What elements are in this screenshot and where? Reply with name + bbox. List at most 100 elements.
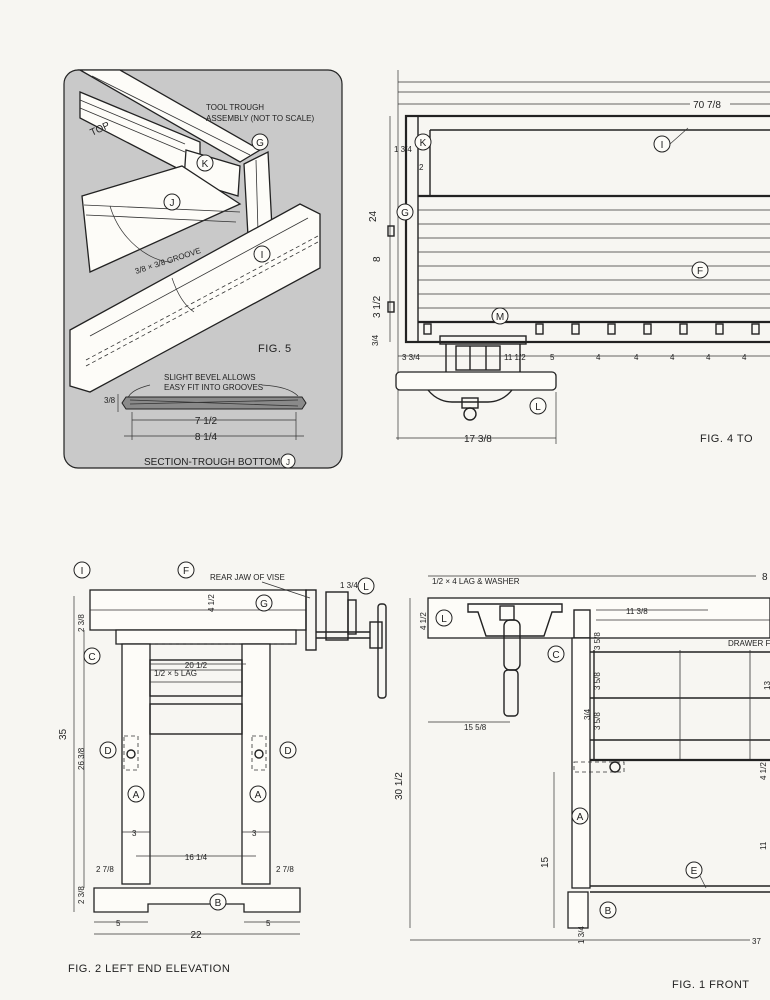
svg-text:G: G <box>401 208 409 219</box>
fig4-caption: FIG. 4 TO <box>700 433 753 445</box>
fig4-bench-outline <box>404 114 770 344</box>
fig5-bench-top: TOP <box>77 69 262 182</box>
fig4-vise <box>395 371 557 421</box>
svg-text:F: F <box>183 566 189 577</box>
fig2-dim-16: 16 1/4 <box>185 853 208 862</box>
fig1-note-lag: 1/2 × 4 LAG & WASHER <box>432 577 520 586</box>
fig4-dim-11-5: 11 1/2 <box>504 353 526 362</box>
fig4-dim-3-5: 3 1/2 <box>372 295 383 318</box>
fig1-dim-11-3-8: 11 3/8 <box>626 607 648 616</box>
fig2-dim-foot-2-7-8-b: 2 7/8 <box>276 865 294 874</box>
fig2-leg-left <box>121 643 151 885</box>
fig5-groove-leader-2 <box>171 277 195 313</box>
fig5-title-line2: ASSEMBLY (NOT TO SCALE) <box>206 114 315 123</box>
fig2-callout-f: F <box>177 561 195 579</box>
fig4-dim-3-3-4: 3 3/4 <box>402 353 420 362</box>
fig4-callout-m: M <box>491 307 509 325</box>
fig4-dim-5: 5 <box>550 353 555 362</box>
svg-text:G: G <box>256 138 264 149</box>
fig4-callout-k: K <box>414 133 432 151</box>
svg-text:M: M <box>496 312 504 323</box>
fig4-dim-4-c: 4 <box>670 353 675 362</box>
fig1-dim-3-5-8-a: 3 5/8 <box>593 632 602 650</box>
fig5-callout-j: J <box>163 193 181 211</box>
svg-text:G: G <box>260 599 268 610</box>
fig5-trough-bottom-j <box>81 165 242 273</box>
fig2-dim-2-3-8: 2 3/8 <box>77 614 86 632</box>
fig4-dim-2: 2 <box>419 163 424 172</box>
fig2-dim-1-3-4: 1 3/4 <box>340 581 358 590</box>
fig5-bevel-note-1: SLIGHT BEVEL ALLOWS <box>164 373 256 382</box>
fig4-dim-24: 24 <box>368 210 379 222</box>
fig5-callout-k: K <box>196 154 214 172</box>
fig2-callout-c: C <box>83 647 101 665</box>
fig5-panel: TOP TOOL TROUGH ASSEMBLY (NOT TO SCALE) … <box>63 69 343 469</box>
fig2-base <box>93 887 301 913</box>
fig4-dim-vise-width: 17 3/8 <box>464 434 492 445</box>
fig2-callout-d-right: D <box>279 741 297 759</box>
fig1-dim-1-3-4: 1 3/4 <box>577 926 586 944</box>
fig4-dim-4-b: 4 <box>634 353 639 362</box>
svg-text:B: B <box>215 898 222 909</box>
fig1-dim-4-1-2: 4 1/2 <box>419 612 428 630</box>
fig1-dim-15: 15 <box>540 856 551 868</box>
fig2-callout-g: G <box>255 594 273 612</box>
fig5-dim-thickness: 3/8 <box>104 396 116 405</box>
fig4-dog-holes <box>423 323 760 335</box>
fig1-dim-15-5-8: 15 5/8 <box>464 723 487 732</box>
fig5-callout-g: G <box>251 133 269 151</box>
fig1-dim-30: 30 1/2 <box>394 772 405 800</box>
fig5-callout-i: I <box>253 245 271 263</box>
fig4-dim-4-a: 4 <box>596 353 601 362</box>
fig2-dim-foot-5-b: 5 <box>266 919 271 928</box>
fig1-dim-3-5-8-c: 3 5/8 <box>593 712 602 730</box>
svg-text:I: I <box>261 250 264 261</box>
fig1-dim-11: 11 <box>759 841 768 850</box>
fig1-dim-37: 37 <box>752 937 761 946</box>
fig4-dim-4-d: 4 <box>706 353 711 362</box>
svg-text:C: C <box>552 650 559 661</box>
fig2-callout-d-left: D <box>99 741 117 759</box>
fig2-dim-20: 20 1/2 <box>185 661 208 670</box>
fig2-note-rear-jaw: REAR JAW OF VISE <box>210 573 285 582</box>
fig5-bevel-note-2: EASY FIT INTO GROOVES <box>164 383 263 392</box>
fig5-section-drawing: SLIGHT BEVEL ALLOWS EASY FIT INTO GROOVE… <box>104 373 307 469</box>
fig5-groove-leader <box>109 205 173 263</box>
svg-text:L: L <box>363 582 369 593</box>
svg-text:C: C <box>88 652 95 663</box>
fig1-caption: FIG. 1 FRONT <box>672 979 750 991</box>
svg-text:I: I <box>81 566 84 577</box>
svg-text:D: D <box>284 746 291 757</box>
fig5-caption: FIG. 5 <box>258 343 292 355</box>
fig4-dim-4-e: 4 <box>742 353 747 362</box>
fig2-leg-right <box>241 643 271 885</box>
fig1-front-elevation: 8 1/2 × 4 LAG & WASHER 11 3/8 4 1/2 <box>394 572 770 991</box>
fig2-callout-i: I <box>73 561 91 579</box>
fig5-dim-outer: 8 1/4 <box>195 432 218 443</box>
svg-text:K: K <box>420 138 427 149</box>
fig2-dim-22: 22 <box>190 930 202 941</box>
svg-text:A: A <box>133 790 140 801</box>
fig2-dim-foot-2-3-8: 2 3/8 <box>77 886 86 904</box>
svg-text:F: F <box>697 266 703 277</box>
fig2-note-lag: 1/2 × 5 LAG <box>154 669 197 678</box>
fig1-callout-b: B <box>599 901 617 919</box>
fig4-top-view: 70 7/8 <box>368 70 770 445</box>
fig4-dim-3-4: 3/4 <box>371 334 380 346</box>
fig1-dim-8: 8 <box>762 572 768 583</box>
fig2-dim-35: 35 <box>58 728 69 740</box>
fig2-dim-26: 26 3/8 <box>77 747 86 770</box>
fig4-callout-g: G <box>396 203 414 221</box>
fig4-top-boards <box>418 209 770 324</box>
fig5-section-part: J <box>286 458 290 467</box>
fig2-dim-leg-3-b: 3 <box>252 829 257 838</box>
fig1-note-drawer: DRAWER F OVERLAP <box>728 639 770 648</box>
fig2-dim-top-thick: 4 1/2 <box>207 594 216 612</box>
fig1-callout-l: L <box>435 609 453 627</box>
svg-text:I: I <box>661 140 664 151</box>
svg-text:K: K <box>202 159 209 170</box>
fig4-dim-overall: 70 7/8 <box>693 100 721 111</box>
svg-text:L: L <box>441 614 447 625</box>
fig1-callout-a: A <box>571 807 589 825</box>
